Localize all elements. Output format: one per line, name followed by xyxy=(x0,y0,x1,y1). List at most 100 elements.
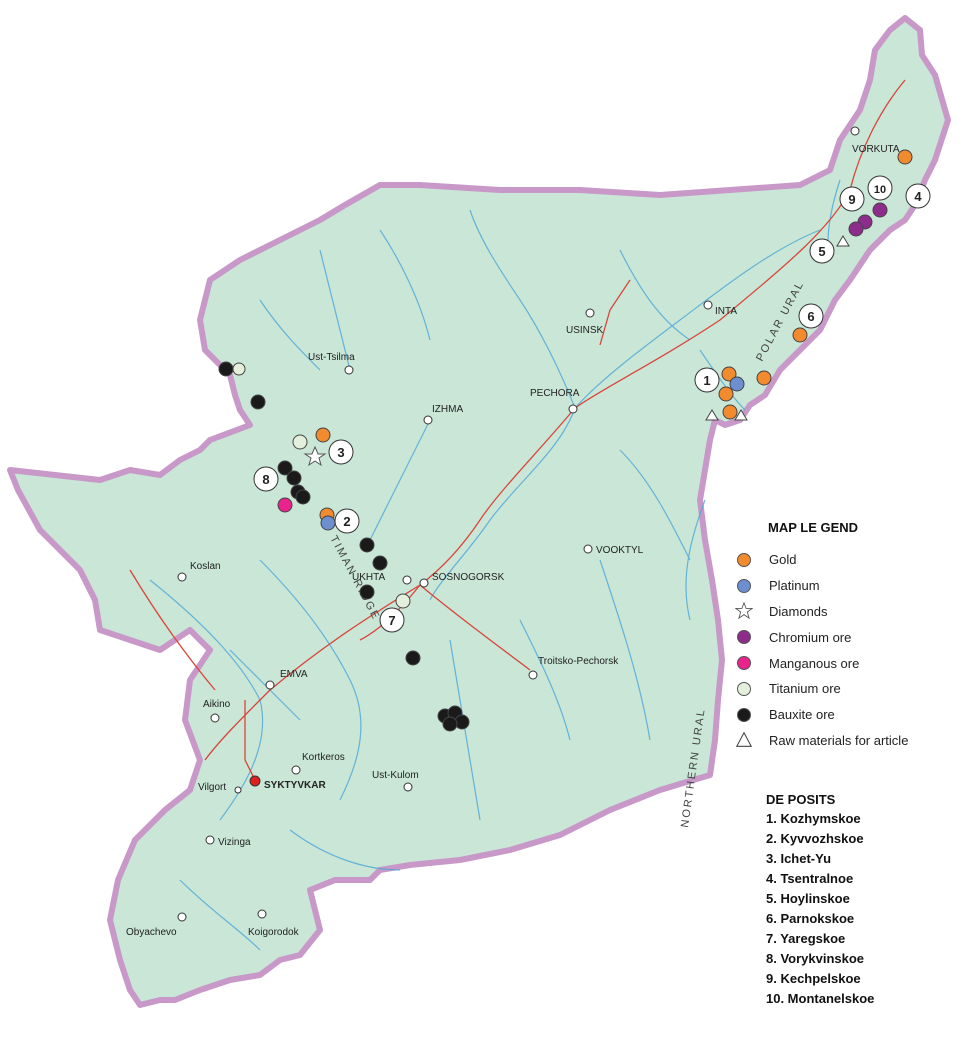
raw-material-deposit xyxy=(705,409,719,421)
city-label-izhma: IZHMA xyxy=(432,404,463,415)
city-marker-izhma xyxy=(423,415,433,425)
city-label-vuktyl: VOOKTYL xyxy=(596,545,644,556)
city-marker-kortkeros xyxy=(291,765,301,775)
city-label-vorkuta: VORKUTA xyxy=(852,144,900,155)
deposit-number-1: 1 xyxy=(694,367,720,393)
deposit-number-6: 6 xyxy=(798,303,824,329)
city-markers xyxy=(177,126,860,922)
star-icon xyxy=(735,602,753,620)
legend-item-manganous: Manganous ore xyxy=(734,650,960,676)
svg-text:8: 8 xyxy=(262,472,269,487)
deposit-number-8: 8 xyxy=(253,466,279,492)
raw-material-deposit xyxy=(734,409,748,421)
deposit-item: 7. Yaregskoe xyxy=(766,931,846,946)
city-label-emva: EMVA xyxy=(280,669,308,680)
deposit-number-7: 7 xyxy=(379,607,405,633)
city-marker-inta xyxy=(703,300,713,310)
bauxite-deposit xyxy=(250,394,266,410)
chromium-deposit xyxy=(872,202,888,218)
deposit-number-markers: 1 2 3 4 5 6 7 8 9 10 xyxy=(253,175,931,633)
legend-label: Manganous ore xyxy=(769,655,860,671)
city-marker-vilgort xyxy=(234,786,242,794)
deposit-item: 10. Montanelskoe xyxy=(766,991,875,1006)
city-label-usinsk: USINSK xyxy=(566,325,604,336)
city-marker-pechora xyxy=(568,404,578,414)
deposit-item: 9. Kechpelskoe xyxy=(766,971,861,986)
deposit-item: 3. Ichet-Yu xyxy=(766,851,832,866)
svg-text:9: 9 xyxy=(848,192,855,207)
legend-label: Platinum xyxy=(769,578,820,594)
deposit-item: 5. Hoylinskoe xyxy=(766,891,850,906)
titanium-deposit xyxy=(292,434,308,450)
deposit-item: 6. Parnokskoe xyxy=(766,911,855,926)
legend-title: MAP LE GEND xyxy=(768,520,859,535)
city-marker-emva xyxy=(265,680,275,690)
legend-item-bauxite: Bauxite ore xyxy=(734,702,960,728)
deposit-symbols xyxy=(218,149,913,732)
platinum-deposit xyxy=(320,515,336,531)
platinum-deposit xyxy=(729,376,745,392)
city-marker-troitsko xyxy=(528,670,538,680)
deposit-number-5: 5 xyxy=(809,238,835,264)
svg-text:7: 7 xyxy=(388,613,395,628)
legend-item-chromium: Chromium ore xyxy=(734,624,960,650)
svg-text:4: 4 xyxy=(914,189,922,204)
capital-marker-syktyvkar xyxy=(249,775,261,787)
legend-label: Gold xyxy=(769,552,797,568)
bauxite-deposit xyxy=(295,489,311,505)
rivers xyxy=(149,179,841,951)
deposit-item: 8. Vorykvinskoe xyxy=(766,951,865,966)
city-label-aikino: Aikino xyxy=(203,699,231,710)
gold-deposit xyxy=(792,327,808,343)
city-marker-ust-tsilma xyxy=(344,365,354,375)
bauxite-deposit xyxy=(405,650,421,666)
deposit-number-10: 10 xyxy=(867,175,893,201)
gold-deposit xyxy=(897,149,913,165)
gold-icon xyxy=(737,552,751,567)
city-label-sosnogorsk: SOSNOGORSK xyxy=(432,572,505,583)
chromium-icon xyxy=(737,630,751,645)
railways xyxy=(129,79,906,781)
deposit-number-2: 2 xyxy=(334,508,360,534)
city-label-ukhta: UKHTA xyxy=(352,572,385,583)
legend-label: Chromium ore xyxy=(769,629,852,645)
triangle-icon xyxy=(735,732,753,748)
deposits-title: DE POSITS xyxy=(766,792,836,807)
bauxite-deposit xyxy=(218,361,234,377)
bauxite-deposit xyxy=(359,537,375,553)
legend-item-gold: Gold xyxy=(734,547,960,573)
city-label-koigorodok: Koigorodok xyxy=(248,927,300,938)
raw-materials-deposits xyxy=(705,235,850,421)
bauxite-deposit xyxy=(372,555,388,571)
platinum-icon xyxy=(737,578,751,593)
svg-text:10: 10 xyxy=(874,184,886,196)
city-marker-aikino xyxy=(210,713,220,723)
city-label-inta: INTA xyxy=(715,306,737,317)
legend-item-diamonds: Diamonds xyxy=(734,599,960,625)
titanium-deposit xyxy=(395,593,411,609)
city-marker-vizinga xyxy=(205,835,215,845)
bauxite-icon xyxy=(737,707,751,722)
city-marker-usinsk xyxy=(585,308,595,318)
diamond-deposit xyxy=(303,445,327,467)
deposit-number-9: 9 xyxy=(839,186,865,212)
city-label-syktyvkar: SYKTYVKAR xyxy=(264,780,326,791)
svg-text:2: 2 xyxy=(343,514,350,529)
bauxite-deposit xyxy=(277,460,293,476)
city-label-kortkeros: Kortkeros xyxy=(302,752,345,763)
city-label-vizinga: Vizinga xyxy=(218,837,251,848)
legend-item-platinum: Platinum xyxy=(734,573,960,599)
city-label-obyachevo: Obyachevo xyxy=(126,927,177,938)
city-label-ust-tsilma: Ust-Tsilma xyxy=(308,352,355,363)
city-label-ust-kulom: Ust-Kulom xyxy=(372,770,419,781)
gold-deposit xyxy=(718,386,734,402)
bauxite-deposit xyxy=(359,584,375,600)
bauxite-deposit xyxy=(442,716,458,732)
city-marker-obyachevo xyxy=(177,912,187,922)
svg-text:5: 5 xyxy=(818,244,825,259)
legend-item-raw-materials: Raw materials for article xyxy=(734,728,960,754)
city-marker-sosnogorsk xyxy=(419,578,429,588)
deposits-list: DE POSITS 1. Kozhymskoe 2. Kyvvozhskoe 3… xyxy=(734,792,960,1009)
